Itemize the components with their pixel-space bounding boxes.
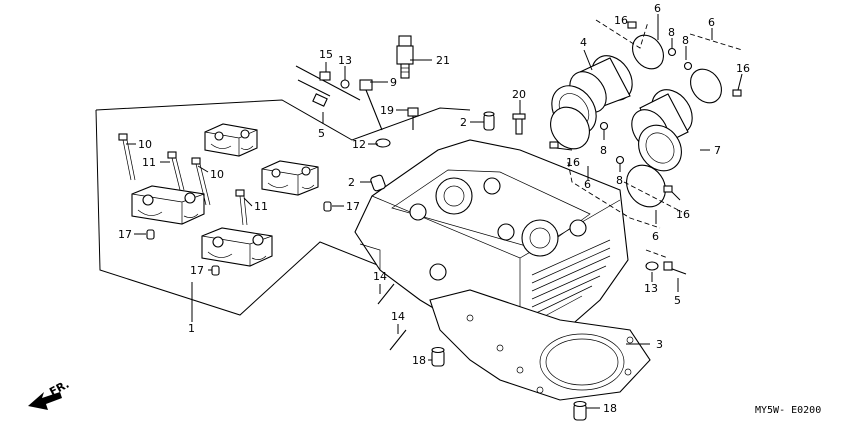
callout-8: 8 (616, 174, 623, 187)
callout-6: 6 (654, 2, 661, 15)
callout-12: 12 (352, 138, 366, 151)
callout-7: 7 (714, 144, 721, 157)
clamp-dashed-guides (567, 19, 743, 259)
dowels-and-studs (370, 111, 587, 421)
holder-bolts (118, 133, 332, 276)
cylinder-head (354, 139, 629, 346)
diagram-code: MY5W- E0200 (755, 405, 821, 416)
stud-and-washer (645, 261, 687, 275)
insulator-bands (549, 21, 742, 208)
callout-1: 1 (188, 322, 195, 335)
callout-6: 6 (708, 16, 715, 29)
callout-8: 8 (668, 26, 675, 39)
callout-6: 6 (652, 230, 659, 243)
callout-5: 5 (674, 294, 681, 307)
callout-9: 9 (390, 76, 397, 89)
intake-insulator-lower (631, 89, 693, 172)
callout-10: 10 (210, 168, 224, 181)
callout-labels: 15 13 9 21 5 19 12 20 2 2 10 11 10 11 17… (118, 2, 750, 415)
callout-18: 18 (603, 402, 617, 415)
callout-8: 8 (600, 144, 607, 157)
callout-17: 17 (346, 200, 360, 213)
callout-13: 13 (644, 282, 658, 295)
front-direction-arrow-icon: FR. (28, 378, 71, 410)
callout-8: 8 (682, 34, 689, 47)
callout-2: 2 (460, 116, 467, 129)
leader-lines (126, 14, 743, 409)
callout-3: 3 (656, 338, 663, 351)
cylinder-head-gasket (429, 289, 651, 401)
callout-16: 16 (736, 62, 750, 75)
top-bolts (312, 71, 419, 148)
callout-15: 15 (319, 48, 333, 61)
callout-13: 13 (338, 54, 352, 67)
callout-16: 16 (676, 208, 690, 221)
callout-10: 10 (138, 138, 152, 151)
rocker-holder-group-outline (95, 65, 471, 316)
callout-11: 11 (254, 200, 268, 213)
callout-14: 14 (391, 310, 405, 323)
callout-11: 11 (142, 156, 156, 169)
callout-17: 17 (190, 264, 204, 277)
callout-21: 21 (436, 54, 450, 67)
spark-plug (396, 35, 414, 79)
callout-6: 6 (584, 178, 591, 191)
rocker-arm-holder (131, 123, 319, 267)
callout-19: 19 (380, 104, 394, 117)
callout-2: 2 (348, 176, 355, 189)
callout-18: 18 (412, 354, 426, 367)
callout-14: 14 (373, 270, 387, 283)
callout-17: 17 (118, 228, 132, 241)
callout-5: 5 (318, 127, 325, 140)
callout-20: 20 (512, 88, 526, 101)
callout-16: 16 (614, 14, 628, 27)
callout-4: 4 (580, 36, 587, 49)
callout-16: 16 (566, 156, 580, 169)
